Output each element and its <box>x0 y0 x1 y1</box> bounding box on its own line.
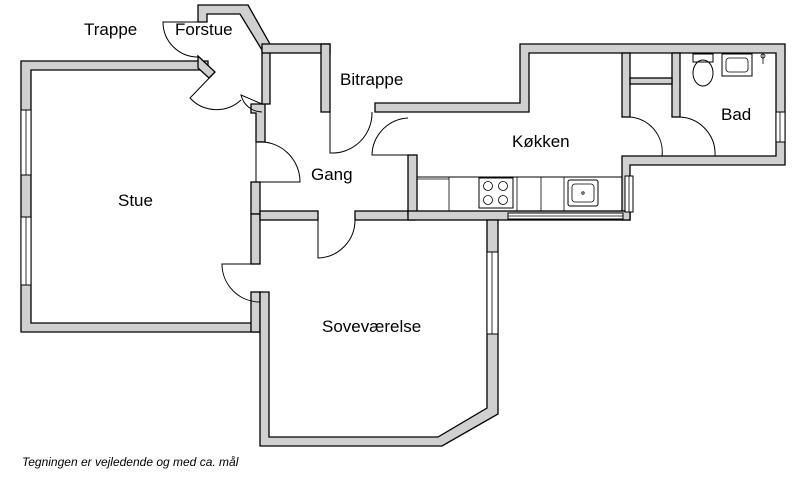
label-gang: Gang <box>311 165 353 184</box>
stove-icon <box>478 177 514 209</box>
kokken-walls <box>374 43 786 221</box>
disclaimer-note: Tegningen er vejledende og med ca. mål <box>22 455 239 469</box>
label-bitrappe: Bitrappe <box>340 70 403 89</box>
sovevaerelse-walls <box>259 219 499 447</box>
label-sovevaerelse: Soveværelse <box>322 317 421 336</box>
toilet-icon <box>692 53 714 87</box>
label-forstue: Forstue <box>175 20 233 39</box>
label-trappe: Trappe <box>84 20 137 39</box>
doors <box>162 21 716 303</box>
bathroom-sink-icon <box>721 53 766 77</box>
gang-walls <box>259 43 416 221</box>
kitchen-counter <box>416 176 623 212</box>
label-kokken: Køkken <box>512 132 570 151</box>
windows <box>20 109 786 335</box>
label-stue: Stue <box>118 191 153 210</box>
kitchen-sink-icon <box>567 179 599 207</box>
label-bad: Bad <box>721 105 751 124</box>
